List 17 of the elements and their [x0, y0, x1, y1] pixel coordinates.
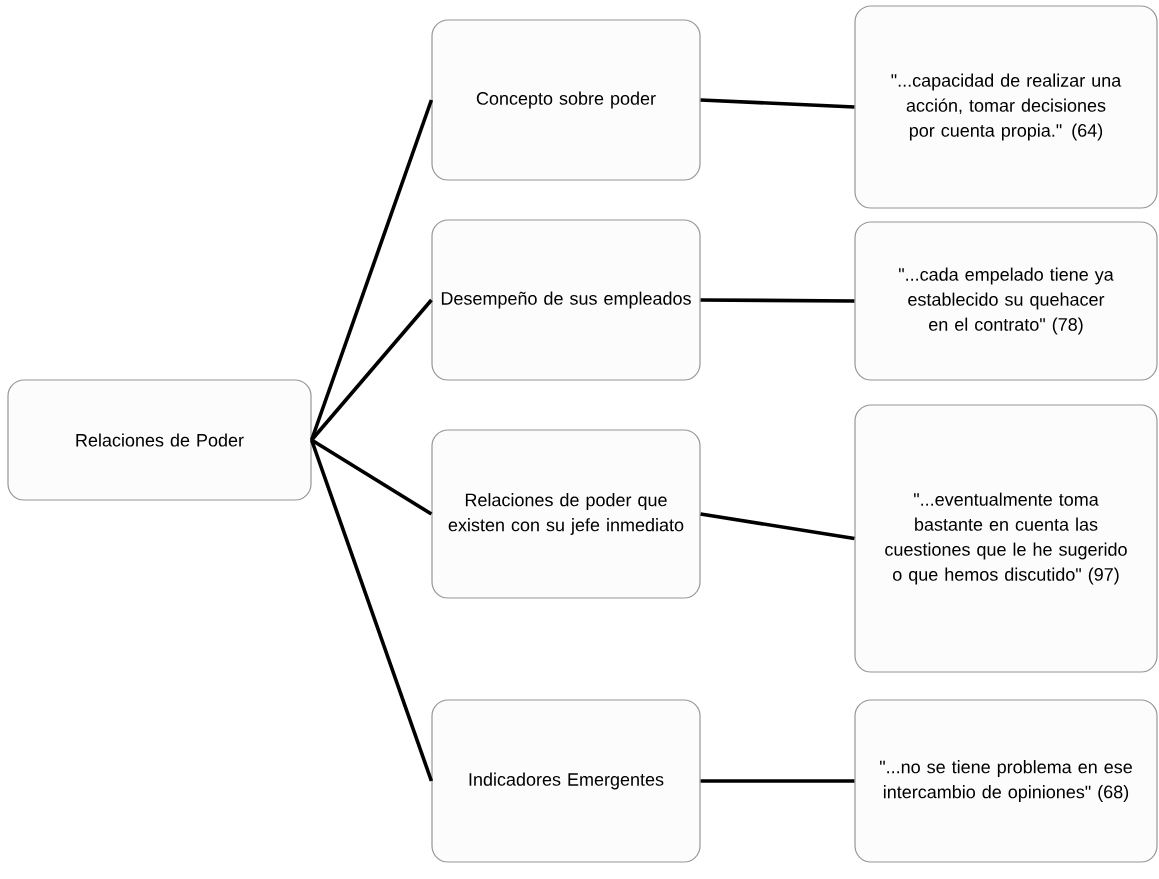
text-box: "...cada empelado tiene ya establecido su quehacer en el contrato" (78) — [854, 221, 1158, 381]
connector-line — [700, 779, 855, 783]
text-box: Desempeño de sus empleados — [431, 219, 701, 381]
connector-line — [700, 512, 855, 541]
connector-line — [309, 439, 434, 782]
connector-line — [700, 298, 855, 303]
text-box: Indicadores Emergentes — [431, 699, 701, 863]
text-box: Concepto sobre poder — [431, 19, 701, 181]
text-box: "...eventualmente toma bastante en cuenta las cuestiones que le he sugerido o que hemos discutido" (97) — [854, 404, 1158, 673]
text-box: Relaciones de poder que existen con su jefe inmediato — [431, 429, 701, 599]
text-box: "...no se tiene problema en ese intercambio de opiniones" (68) — [854, 699, 1158, 863]
text-box: Relaciones de Poder — [7, 379, 312, 501]
text-box: "...capacidad de realizar una acción, tomar decisiones por cuenta propia." (64) — [854, 5, 1158, 209]
connector-line — [700, 98, 855, 109]
connector-line — [310, 438, 433, 516]
connector-line — [309, 99, 434, 441]
connector-line — [310, 298, 433, 442]
